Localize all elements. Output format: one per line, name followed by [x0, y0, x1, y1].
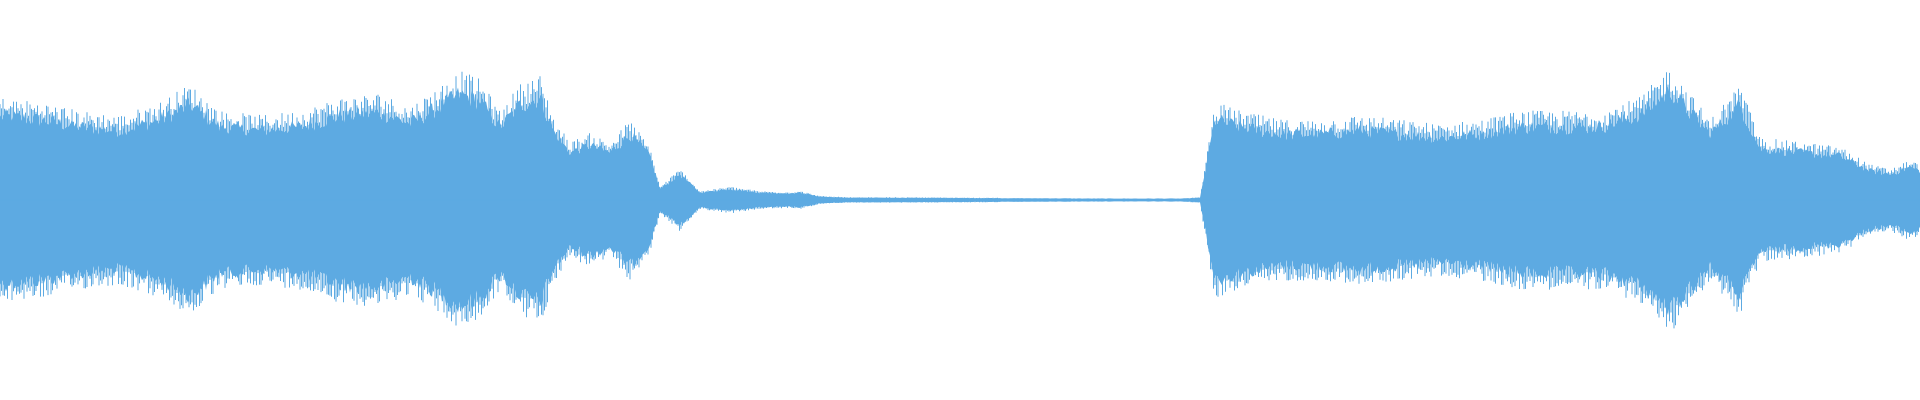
waveform-spikes	[0, 71, 1919, 329]
